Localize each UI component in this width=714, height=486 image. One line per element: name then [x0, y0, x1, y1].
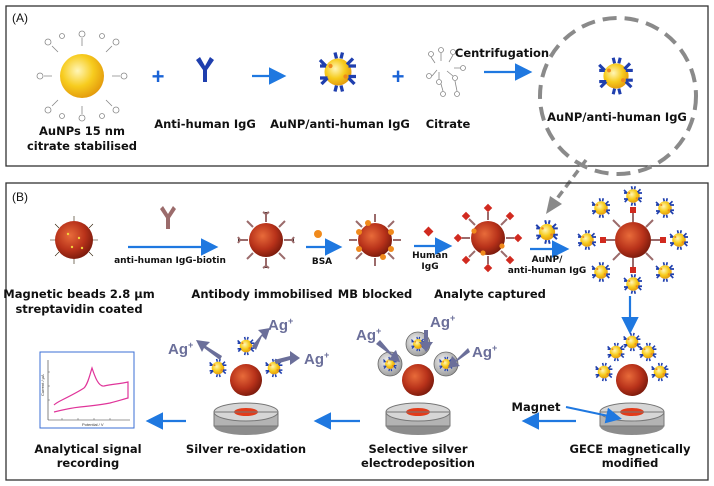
dashed-connector-head — [546, 196, 562, 214]
reoxidation-electrode-icon — [213, 402, 279, 436]
aunp-conj-label-line2: anti-human IgG — [508, 266, 587, 276]
ag-arrows-reoxidation — [196, 328, 300, 365]
mb-label-line1: Magnetic beads 2.8 μm — [3, 287, 154, 301]
ag-ion-label-5: Ag+ — [268, 316, 293, 334]
antibody-label: Anti-human IgG — [154, 117, 256, 131]
aunp-conj-label-line1: AuNP/ — [532, 255, 564, 265]
gece-label-line1: GECE magnetically — [570, 442, 691, 456]
aunp-label-line1: AuNPs 15 nm — [39, 124, 125, 138]
reoxidation-label: Silver re-oxidation — [186, 442, 306, 456]
deposition-label-line1: Selective silver — [368, 442, 467, 456]
human-igg-label-line1: Human — [412, 251, 448, 261]
human-igg-label-line2: IgG — [421, 262, 438, 272]
captured-label: Analyte captured — [434, 287, 546, 301]
gece-electrode-icon — [599, 402, 665, 436]
ag-ion-label-6: Ag+ — [304, 350, 329, 368]
dashed-connector-arrow — [554, 158, 588, 202]
centrifugation-label: Centrifugation — [455, 46, 549, 60]
aunp-conj-small-icon — [535, 219, 559, 245]
panel-b-tag: (B) — [12, 190, 28, 204]
ag-ion-label-3: Ag+ — [472, 343, 497, 361]
immobilised-bead-icon — [237, 211, 295, 269]
conjugate-label: AuNP/anti-human IgG — [270, 117, 410, 131]
immobilised-label: Antibody immobilised — [191, 287, 332, 301]
signal-label-line1: Analytical signal — [34, 442, 141, 456]
blocked-label: MB blocked — [338, 287, 412, 301]
ag-ion-label-4: Ag+ — [168, 340, 193, 358]
gece-bead-cluster — [594, 332, 670, 396]
sandwich-complex-icon — [577, 185, 689, 295]
bsa-label: BSA — [312, 257, 332, 267]
ag-ion-label-1: Ag+ — [356, 326, 381, 344]
aunp-citrate-illustration — [36, 30, 128, 122]
panel-a-frame — [5, 5, 709, 167]
captured-bead-icon — [453, 203, 523, 273]
biotin-antibody-icon — [160, 206, 176, 229]
product-label: AuNP/anti-human IgG — [547, 110, 687, 124]
panel-b-frame — [5, 182, 709, 481]
panel-a-tag: (A) — [12, 11, 28, 25]
plus-sign-1: + — [152, 64, 165, 89]
deposition-cluster — [377, 331, 459, 396]
plot-x-label: Potential / V — [82, 422, 104, 427]
magnet-label: Magnet — [512, 400, 561, 414]
deposition-label-line2: electrodeposition — [361, 456, 475, 470]
plot-y-label: Current / μA — [40, 374, 45, 396]
citrate-icon — [426, 47, 466, 97]
citrate-label: Citrate — [426, 117, 471, 131]
bsa-icon — [314, 230, 322, 238]
aunp-conjugate-icon — [318, 50, 358, 94]
deposition-electrode-icon — [385, 402, 451, 436]
biotin-label: anti-human IgG-biotin — [114, 256, 226, 266]
signal-curve — [53, 366, 129, 413]
gece-label-line2: modified — [602, 456, 659, 470]
human-igg-icon — [423, 226, 434, 237]
ag-ion-label-2: Ag+ — [430, 313, 455, 331]
blocked-bead-icon — [349, 214, 401, 266]
product-conjugate-icon — [597, 56, 635, 96]
signal-label-line2: recording — [57, 456, 119, 470]
antibody-icon — [196, 57, 214, 82]
magnet-pointer — [565, 406, 622, 424]
signal-plot: Current / μA Potential / V — [39, 351, 135, 429]
plus-sign-2: + — [392, 64, 405, 89]
mb-label-line2: streptavidin coated — [15, 302, 142, 316]
reoxidation-cluster — [208, 336, 284, 396]
aunp-label-line2: citrate stabilised — [27, 139, 137, 153]
ag-arrows-deposition — [376, 330, 470, 368]
magnetic-bead-icon — [50, 216, 98, 264]
product-highlight-circle — [538, 16, 698, 176]
